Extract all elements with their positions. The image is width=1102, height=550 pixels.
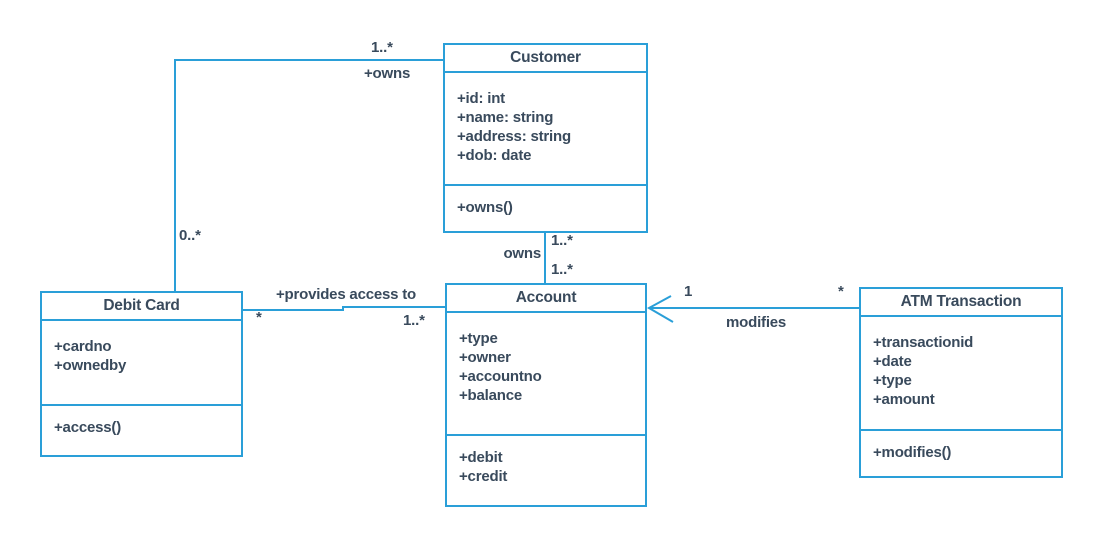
class-title: Customer — [445, 45, 646, 73]
class-attribute: +type — [873, 372, 912, 389]
multiplicity-label: 1..* — [371, 39, 393, 56]
multiplicity-label: 1..* — [551, 261, 573, 278]
association-label: +owns — [364, 65, 411, 82]
class-atm-transaction[interactable]: ATM Transaction +transactionid +date +ty… — [859, 287, 1063, 478]
class-attribute: +owner — [459, 349, 511, 366]
multiplicity-label: 0..* — [179, 227, 201, 244]
multiplicity-label: * — [256, 309, 262, 326]
class-attribute: +type — [459, 330, 498, 347]
class-attribute: +balance — [459, 387, 523, 404]
class-attribute: +address: string — [457, 128, 571, 145]
class-title: Account — [447, 285, 645, 313]
class-attribute: +amount — [873, 391, 935, 408]
association-line-debitcard-account — [243, 306, 445, 311]
class-customer[interactable]: Customer +id: int +name: string +address… — [443, 43, 648, 233]
class-account[interactable]: Account +type +owner +accountno +balance… — [445, 283, 647, 507]
attributes-compartment: +cardno +ownedby — [42, 321, 241, 404]
attributes-compartment: +transactionid +date +type +amount — [861, 317, 1061, 429]
class-attribute: +id: int — [457, 90, 505, 107]
multiplicity-label: * — [838, 283, 844, 300]
class-attribute: +ownedby — [54, 357, 127, 374]
class-debit-card[interactable]: Debit Card +cardno +ownedby +access() — [40, 291, 243, 457]
multiplicity-label: 1..* — [403, 312, 425, 329]
class-method: +modifies() — [873, 444, 952, 461]
attributes-compartment: +type +owner +accountno +balance — [447, 313, 645, 434]
class-method: +debit — [459, 449, 503, 466]
class-attribute: +accountno — [459, 368, 542, 385]
attributes-compartment: +id: int +name: string +address: string … — [445, 73, 646, 184]
class-method: +owns() — [457, 199, 513, 216]
methods-compartment: +access() — [42, 404, 241, 455]
class-attribute: +name: string — [457, 109, 554, 126]
methods-compartment: +debit +credit — [447, 434, 645, 505]
class-title: Debit Card — [42, 293, 241, 321]
class-method: +credit — [459, 468, 508, 485]
multiplicity-label: 1..* — [551, 232, 573, 249]
class-attribute: +cardno — [54, 338, 112, 355]
methods-compartment: +owns() — [445, 184, 646, 231]
methods-compartment: +modifies() — [861, 429, 1061, 476]
association-label: owns — [503, 245, 541, 262]
association-line-customer-debitcard — [174, 59, 443, 291]
multiplicity-label: 1 — [684, 283, 693, 300]
association-label: +provides access to — [275, 286, 417, 303]
association-label: modifies — [726, 314, 787, 331]
class-attribute: +date — [873, 353, 912, 370]
class-attribute: +dob: date — [457, 147, 532, 164]
class-attribute: +transactionid — [873, 334, 974, 351]
class-title: ATM Transaction — [861, 289, 1061, 317]
open-arrowhead-icon — [646, 295, 674, 323]
class-method: +access() — [54, 419, 122, 436]
